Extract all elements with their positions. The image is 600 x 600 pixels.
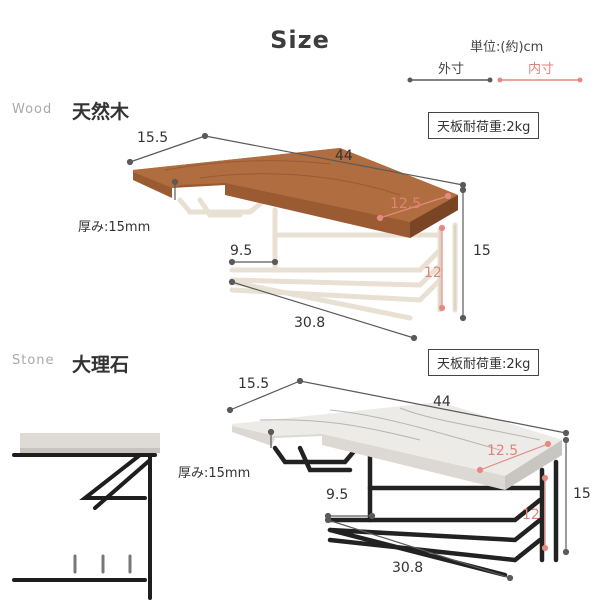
stone-inner-depth-dimension: 12.5 — [487, 443, 519, 459]
wood-rail-width-dimension: 30.8 — [294, 315, 326, 331]
stone-rail-width-dimension: 30.8 — [392, 560, 424, 576]
wood-inner-depth-dimension: 12.5 — [390, 196, 422, 212]
wood-shelf-drawing — [133, 148, 458, 321]
wood-inner-height-dimension: 12 — [424, 265, 442, 281]
wood-section-label-en: Wood — [12, 102, 53, 117]
wood-section-label-jp: 天然木 — [72, 101, 130, 123]
stone-load-capacity: 天板耐荷重:2kg — [428, 349, 540, 376]
stone-height-dimension: 15 — [573, 486, 591, 502]
stone-dimension-lines — [226, 377, 570, 582]
stone-width-dimension: 44 — [433, 394, 451, 410]
legend-outer-label: 外寸 — [438, 62, 465, 77]
wood-width-dimension: 44 — [335, 148, 353, 164]
stone-thickness-label: 厚み:15mm — [178, 466, 251, 481]
stone-inner-height-dimension: 12 — [522, 507, 540, 523]
stone-section-label-en: Stone — [12, 353, 55, 368]
stone-shelf-drawing — [232, 402, 562, 578]
stone-inner-dimension-lines — [476, 440, 552, 552]
wood-rail-gap-dimension: 9.5 — [230, 243, 253, 259]
stone-section-label-jp: 大理石 — [72, 354, 130, 376]
wood-dimension-lines — [126, 132, 467, 342]
legend-inner-label: 内寸 — [528, 62, 555, 77]
stone-side-view — [12, 433, 160, 600]
legend-outer-line — [407, 77, 493, 83]
unit-label: 単位:(約)cm — [470, 40, 544, 55]
page-title: Size — [270, 26, 330, 54]
wood-inner-dimension-lines — [376, 192, 452, 312]
stone-rail-gap-dimension: 9.5 — [326, 487, 349, 503]
wood-height-dimension: 15 — [473, 243, 491, 259]
wood-load-capacity: 天板耐荷重:2kg — [428, 112, 540, 139]
wood-depth-dimension: 15.5 — [137, 130, 169, 146]
stone-depth-dimension: 15.5 — [238, 376, 270, 392]
legend-inner-line — [497, 77, 583, 83]
wood-thickness-label: 厚み:15mm — [78, 220, 151, 235]
